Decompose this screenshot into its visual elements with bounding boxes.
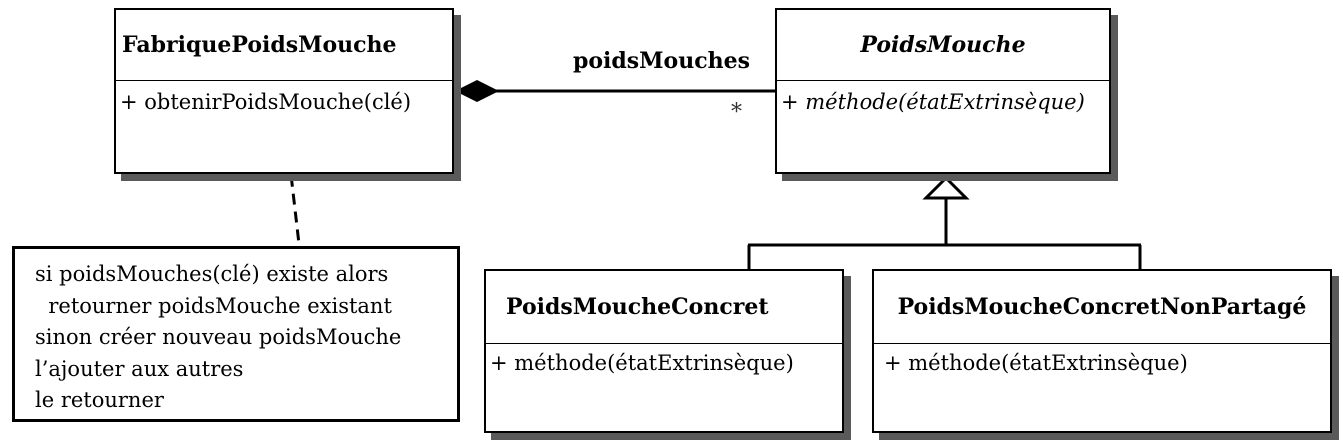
association-role-label: poidsMouches (573, 48, 750, 74)
generalization-arrowhead (922, 175, 970, 200)
class-name-compartment: FabriquePoidsMouche (116, 10, 452, 81)
operation: + méthode(étatExtrinsèque) (781, 90, 1085, 114)
note-line: si poidsMouches(clé) existe alors (35, 262, 389, 286)
class-poids-mouche-concret-non-partage: PoidsMoucheConcretNonPartagé + méthode(é… (872, 269, 1332, 433)
class-poids-mouche-concret: PoidsMoucheConcret + méthode(étatExtrins… (484, 269, 844, 433)
class-name: FabriquePoidsMouche (122, 32, 397, 58)
composition-diamond (455, 80, 499, 102)
note-line: le retourner (35, 388, 164, 412)
implementation-note: si poidsMouches(clé) existe alors retour… (12, 246, 460, 422)
operation: + méthode(étatExtrinsèque) (884, 351, 1188, 375)
class-poids-mouche: PoidsMouche + méthode(étatExtrinsèque) (775, 8, 1111, 174)
class-name: PoidsMouche (860, 32, 1026, 58)
note-line: sinon créer nouveau poidsMouche (35, 325, 402, 349)
class-name-compartment: PoidsMouche (777, 10, 1109, 81)
class-name: PoidsMoucheConcret (506, 294, 769, 320)
class-name: PoidsMoucheConcretNonPartagé (897, 294, 1307, 320)
note-line: l’ajouter aux autres (35, 356, 244, 381)
association-multiplicity: * (731, 100, 742, 125)
class-fabrique-poids-mouche: FabriquePoidsMouche + obtenirPoidsMouche… (114, 8, 454, 174)
class-name-compartment: PoidsMoucheConcretNonPartagé (874, 271, 1330, 344)
operation: + méthode(étatExtrinsèque) (490, 351, 794, 375)
class-name-compartment: PoidsMoucheConcret (486, 271, 842, 344)
operation: + obtenirPoidsMouche(clé) (120, 90, 412, 114)
note-line: retourner poidsMouche existant (35, 293, 392, 318)
